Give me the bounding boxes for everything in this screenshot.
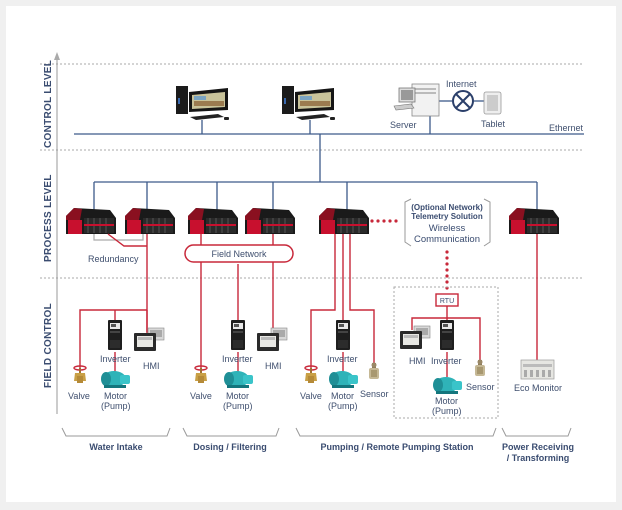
valve-label: Valve [300, 391, 322, 401]
motor-label: Motor [104, 391, 127, 401]
sensor-label: Sensor [360, 389, 389, 399]
tablet-label: Tablet [481, 119, 506, 129]
hmi-label: HMI [265, 361, 282, 371]
telemetry-brackets [404, 198, 491, 247]
inverter-label: Inverter [431, 356, 462, 366]
group-brackets [61, 427, 572, 437]
diagram-card [6, 6, 616, 502]
valve-icon [73, 365, 87, 384]
ethernet-label: Ethernet [549, 123, 584, 133]
group-label-water-intake: Water Intake [89, 442, 142, 452]
valve-icon [304, 365, 318, 384]
field-network-bus [184, 244, 294, 263]
internet-icon [452, 90, 474, 112]
motor-label: Motor [226, 391, 249, 401]
group-label-transforming: / Transforming [507, 453, 570, 463]
level-dividers [40, 63, 584, 279]
motor-pump-icon [329, 371, 358, 388]
plc-controller-4 [244, 207, 296, 235]
pump-label: (Pump) [432, 406, 462, 416]
inverter-icon [440, 320, 454, 350]
server-label: Server [390, 120, 417, 130]
group-label-power-receiving: Power Receiving [502, 442, 574, 452]
internet-label: Internet [446, 79, 477, 89]
plc-controller-3 [187, 207, 239, 235]
workstation-pc-2 [282, 86, 335, 120]
server-icon [393, 83, 440, 117]
inverter-icon [336, 320, 350, 350]
pump-label: (Pump) [223, 401, 253, 411]
inverter-icon [108, 320, 122, 350]
plc-controller-5 [318, 207, 370, 235]
hmi-icon [399, 325, 431, 350]
rtu-box [435, 293, 459, 307]
motor-label: Motor [331, 391, 354, 401]
inverter-icon [231, 320, 245, 350]
rtu-label: RTU [440, 298, 454, 305]
motor-pump-icon [433, 377, 462, 394]
group-label-dosing-filtering: Dosing / Filtering [193, 442, 267, 452]
plc-controller-1 [65, 207, 117, 235]
level-axis-arrow-icon [54, 52, 60, 60]
redundancy-label: Redundancy [88, 254, 139, 264]
valve-label: Valve [190, 391, 212, 401]
pump-label: (Pump) [101, 401, 131, 411]
inverter-label: Inverter [222, 354, 253, 364]
field-network-label: Field Network [211, 249, 267, 259]
ethernet-network [74, 100, 584, 212]
tablet-icon [483, 91, 502, 115]
eco-monitor-label: Eco Monitor [514, 383, 562, 393]
hmi-label: HMI [143, 361, 160, 371]
plc-controller-2 [124, 207, 176, 235]
level-label-process: PROCESS LEVEL [43, 174, 54, 262]
inverter-label: Inverter [327, 354, 358, 364]
communication-label: Communication [414, 234, 480, 245]
redundancy-link [93, 234, 144, 241]
pump-label: (Pump) [328, 401, 358, 411]
motor-label: Motor [435, 396, 458, 406]
motor-pump-icon [224, 371, 253, 388]
sensor-label: Sensor [466, 382, 495, 392]
remote-station-box [393, 286, 499, 419]
plc-controller-6 [508, 207, 560, 235]
sensor-icon [369, 362, 379, 379]
field-wiring [79, 233, 538, 377]
hmi-icon [133, 327, 165, 352]
motor-pump-icon [101, 371, 130, 388]
sensor-icon [475, 359, 485, 376]
eco-monitor-icon [520, 359, 555, 380]
hmi-label: HMI [409, 356, 426, 366]
inverter-label: Inverter [100, 354, 131, 364]
level-label-field: FIELD CONTROL [43, 303, 54, 388]
hmi-icon [256, 327, 288, 352]
wireless-label: Wireless [429, 223, 466, 234]
telemetry-solution-label: Telemetry Solution [411, 212, 483, 221]
telemetry-optional-label: (Optional Network) [411, 203, 483, 212]
group-label-pumping-station: Pumping / Remote Pumping Station [321, 442, 474, 452]
workstation-pc-1 [176, 86, 229, 120]
level-label-control: CONTROL LEVEL [43, 60, 54, 148]
valve-icon [194, 365, 208, 384]
valve-label: Valve [68, 391, 90, 401]
